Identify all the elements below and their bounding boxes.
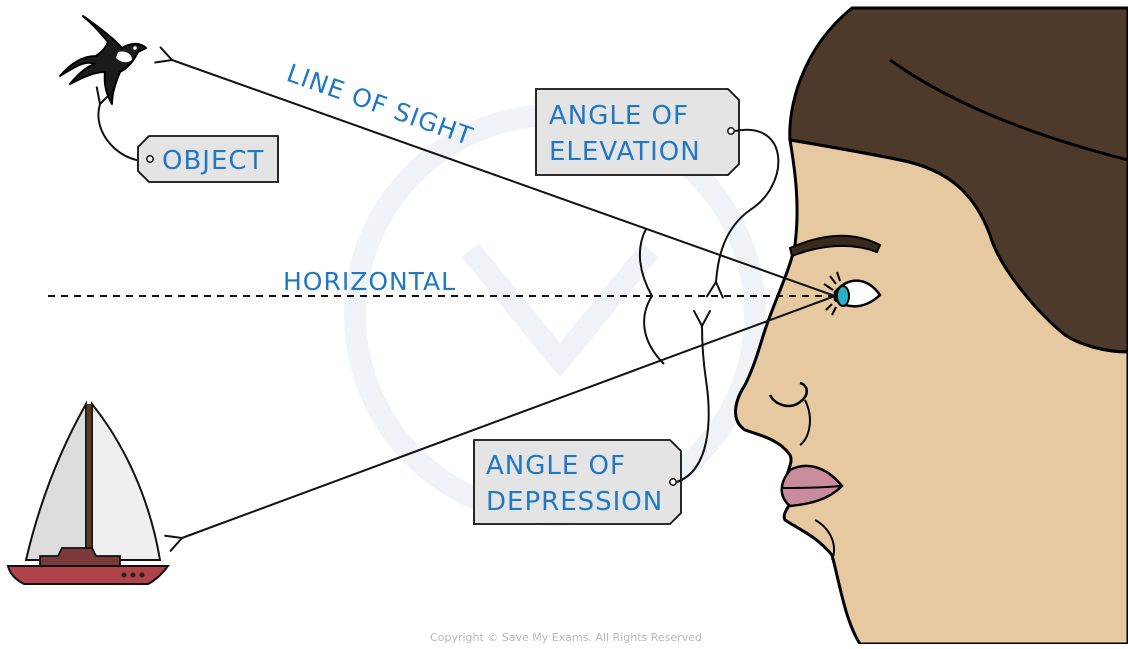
- elevation-label-line2: ELEVATION: [549, 137, 701, 167]
- sailboat-icon: [8, 404, 168, 584]
- angle-of-elevation-tag: ANGLE OF ELEVATION: [536, 89, 739, 175]
- woman-head: [736, 8, 1128, 644]
- iris: [837, 286, 849, 306]
- elevation-label-line1: ANGLE OF: [549, 101, 689, 131]
- line-of-sight-label: LINE OF SIGHT: [283, 58, 477, 151]
- depression-angle-arc: [644, 296, 664, 364]
- depression-label-line2: DEPRESSION: [486, 487, 663, 517]
- object-pointer-arrow: [98, 104, 142, 161]
- object-label: OBJECT: [162, 146, 264, 176]
- angle-of-depression-tag: ANGLE OF DEPRESSION: [474, 440, 681, 524]
- depression-label-line1: ANGLE OF: [486, 451, 626, 481]
- bird-icon: [60, 16, 146, 104]
- horizontal-label: HORIZONTAL: [283, 267, 456, 296]
- copyright-notice: Copyright © Save My Exams. All Rights Re…: [430, 631, 702, 644]
- object-tag: OBJECT: [138, 136, 278, 182]
